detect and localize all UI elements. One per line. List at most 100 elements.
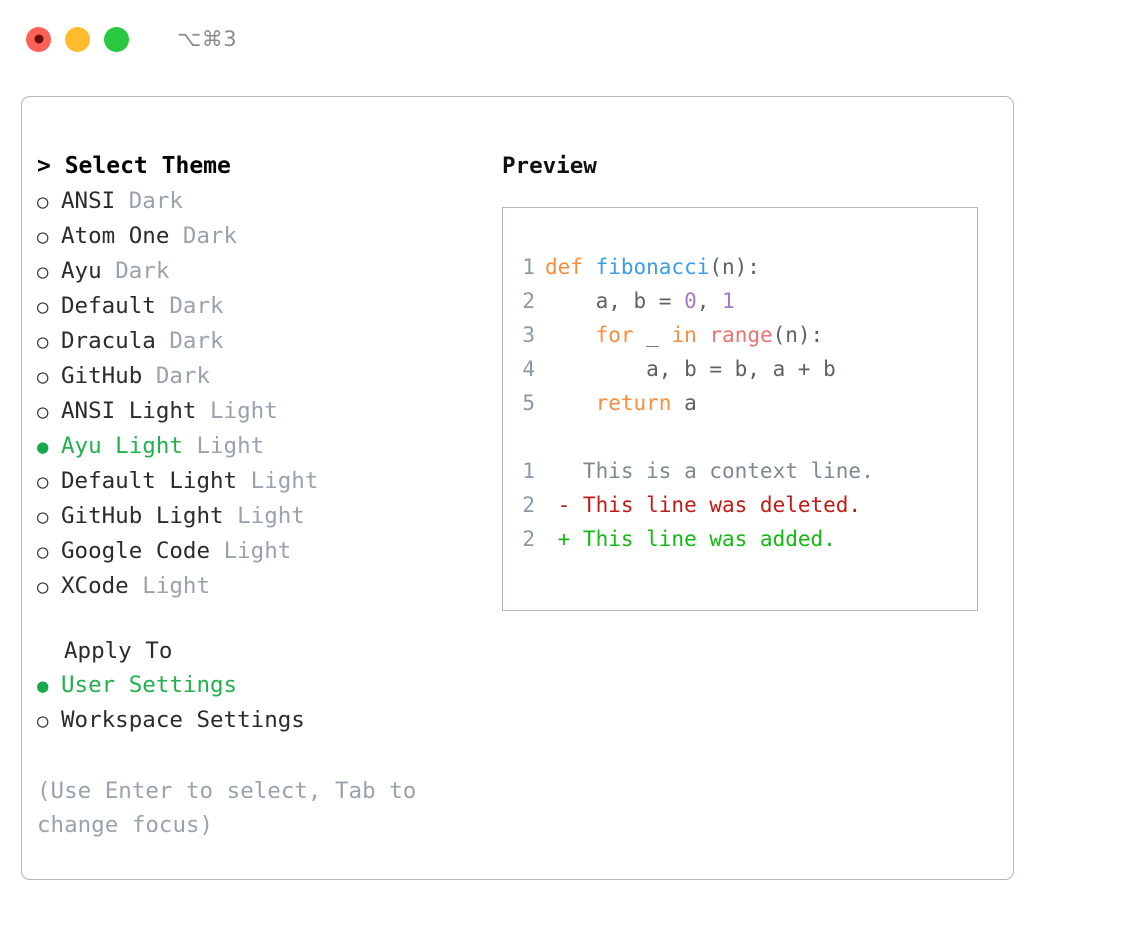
- theme-name-label: Atom One: [61, 223, 183, 249]
- line-number: 3: [522, 323, 535, 347]
- keyboard-hint-text: (Use Enter to select, Tab to change focu…: [37, 778, 417, 838]
- radio-empty-icon: ○: [37, 296, 49, 318]
- code-token: [545, 391, 596, 415]
- theme-kind-label: Light: [223, 538, 292, 564]
- theme-option-ansi[interactable]: ○ ANSI Dark: [37, 184, 467, 219]
- code-token: return: [595, 391, 672, 415]
- code-token: a: [671, 391, 697, 415]
- theme-option-atom-one[interactable]: ○ Atom One Dark: [37, 219, 467, 254]
- code-line: 2 a, b = 0, 1: [517, 284, 874, 318]
- radio-empty-icon: ○: [37, 506, 49, 528]
- select-theme-heading: > Select Theme: [37, 153, 231, 179]
- code-token: _: [633, 323, 672, 347]
- theme-option-github-light[interactable]: ○ GitHub Light Light: [37, 499, 467, 534]
- radio-empty-icon: ○: [37, 401, 49, 423]
- line-number: 2: [522, 527, 535, 551]
- apply-to-label: User Settings: [61, 672, 238, 698]
- code-token: ,: [696, 289, 723, 313]
- theme-list[interactable]: ○ANSI Dark○Atom One Dark○Ayu Dark○Defaul…: [37, 184, 467, 604]
- theme-kind-label: Dark: [128, 188, 183, 214]
- theme-kind-label: Light: [237, 503, 305, 529]
- theme-name-label: XCode: [61, 573, 143, 599]
- theme-name-label: Ayu Light: [61, 433, 197, 459]
- apply-to-option-workspace-settings[interactable]: ○ Workspace Settings: [37, 703, 467, 738]
- line-number: 5: [522, 391, 535, 415]
- line-number: 1: [522, 255, 535, 279]
- code-line: 4 a, b = b, a + b: [517, 352, 874, 386]
- line-number: 1: [522, 459, 535, 483]
- theme-name-label: GitHub Light: [61, 503, 238, 529]
- radio-empty-icon: ○: [37, 261, 49, 283]
- theme-option-default-light[interactable]: ○Default Light Light: [37, 464, 467, 499]
- code-token: a, b = b, a + b: [545, 357, 836, 381]
- theme-kind-label: Dark: [182, 223, 238, 249]
- radio-empty-icon: ○: [37, 366, 49, 388]
- code-line: 5 return a: [517, 386, 874, 420]
- apply-to-heading: Apply To: [64, 638, 173, 664]
- theme-kind-label: Light: [142, 573, 211, 599]
- radio-empty-icon: ○: [37, 191, 49, 213]
- traffic-light-group: [26, 26, 129, 52]
- theme-option-github[interactable]: ○GitHub Dark: [37, 359, 467, 394]
- radio-empty-icon: ○: [37, 541, 49, 563]
- radio-empty-icon: ○: [37, 576, 49, 598]
- theme-option-default[interactable]: ○ Default Dark: [37, 289, 467, 324]
- theme-name-label: ANSI Light: [61, 398, 211, 424]
- apply-to-list[interactable]: ● User Settings ○ Workspace Settings: [37, 668, 467, 738]
- theme-kind-label: Dark: [169, 328, 224, 354]
- theme-option-xcode[interactable]: ○ XCode Light: [37, 569, 467, 604]
- code-token: (n):: [709, 255, 760, 279]
- theme-kind-label: Light: [250, 468, 319, 494]
- theme-option-google-code[interactable]: ○ Google Code Light: [37, 534, 467, 569]
- code-token: [697, 323, 710, 347]
- theme-kind-label: Light: [210, 398, 278, 424]
- theme-name-label: Default Light: [61, 468, 251, 494]
- line-number: 2: [522, 493, 535, 517]
- window-titlebar: ⌥⌘3: [0, 0, 1140, 78]
- line-number: 4: [522, 357, 535, 381]
- code-token: [545, 323, 596, 347]
- theme-selector-column: > Select Theme ○ANSI Dark○Atom One Dark○…: [37, 149, 467, 842]
- theme-name-label: GitHub: [61, 363, 156, 389]
- radio-selected-icon: ●: [37, 675, 49, 697]
- theme-option-ansi-light[interactable]: ○ ANSI Light Light: [37, 394, 467, 429]
- diff-text: - This line was deleted.: [545, 493, 862, 517]
- code-line: 1 def fibonacci(n):: [517, 250, 874, 284]
- radio-empty-icon: ○: [37, 331, 49, 353]
- diff-line: 1 This is a context line.: [517, 454, 874, 488]
- radio-selected-icon: ●: [37, 436, 49, 458]
- minimize-button[interactable]: [65, 26, 90, 52]
- theme-name-label: Default: [61, 293, 170, 319]
- code-line: 3 for _ in range(n):: [517, 318, 874, 352]
- code-token: def: [545, 255, 596, 279]
- theme-kind-label: Dark: [169, 293, 224, 319]
- main-panel: > Select Theme ○ANSI Dark○Atom One Dark○…: [21, 96, 1014, 880]
- code-spacer: [517, 420, 874, 454]
- apply-to-option-user-settings[interactable]: ● User Settings: [37, 668, 467, 703]
- keyboard-shortcut-label: ⌥⌘3: [177, 27, 238, 51]
- theme-option-dracula[interactable]: ○Dracula Dark: [37, 324, 467, 359]
- theme-name-label: Ayu: [61, 258, 116, 284]
- code-token: for: [595, 323, 634, 347]
- code-token: 1: [722, 289, 735, 313]
- theme-name-label: Google Code: [61, 538, 224, 564]
- code-token: in: [671, 323, 697, 347]
- line-number: 2: [522, 289, 535, 313]
- diff-text: This is a context line.: [545, 459, 874, 483]
- maximize-button[interactable]: [104, 26, 129, 52]
- radio-empty-icon: ○: [37, 226, 49, 248]
- close-button[interactable]: [26, 26, 51, 52]
- apply-to-label: Workspace Settings: [61, 707, 305, 733]
- diff-text: + This line was added.: [545, 527, 836, 551]
- theme-option-ayu[interactable]: ○ Ayu Dark: [37, 254, 467, 289]
- code-token: fibonacci: [595, 255, 710, 279]
- theme-kind-label: Dark: [115, 258, 170, 284]
- theme-name-label: ANSI: [61, 188, 129, 214]
- theme-option-ayu-light[interactable]: ●Ayu Light Light: [37, 429, 467, 464]
- code-token: (n):: [772, 323, 824, 347]
- radio-empty-icon: ○: [37, 710, 49, 732]
